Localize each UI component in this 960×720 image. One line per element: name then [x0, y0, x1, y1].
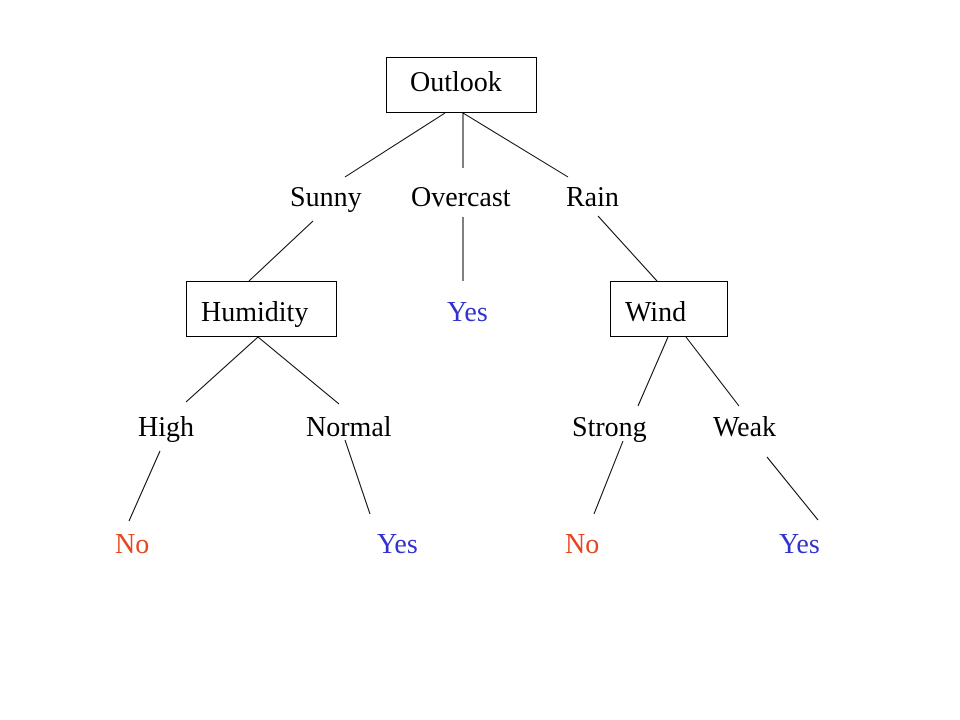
branch-normal-label: Normal [306, 412, 392, 443]
branch-weak-label: Weak [713, 412, 777, 443]
branch-high-label: High [138, 412, 194, 443]
branch-overcast-label: Overcast [411, 182, 511, 213]
edge-normal-yes [344, 439, 371, 515]
leaf-weak-yes: Yes [779, 529, 820, 560]
node-wind-label: Wind [625, 297, 687, 328]
edge-high-no [128, 450, 161, 522]
edge-outlook-sunny [344, 112, 446, 178]
edge-sunny-humidity [248, 220, 314, 282]
node-wind-box [610, 281, 728, 337]
leaf-strong-no: No [565, 529, 600, 560]
leaf-normal-yes: Yes [377, 529, 418, 560]
leaf-overcast-yes: Yes [447, 297, 488, 328]
edge-humidity-normal [257, 336, 340, 405]
node-humidity-label: Humidity [201, 297, 309, 328]
edge-wind-weak [685, 336, 740, 407]
edge-rain-wind [597, 215, 658, 282]
branch-sunny-label: Sunny [290, 182, 362, 213]
branch-strong-label: Strong [572, 412, 647, 443]
edge-strong-no [593, 440, 624, 515]
edge-humidity-high [185, 336, 259, 403]
leaf-high-no: No [115, 529, 150, 560]
node-humidity-box [186, 281, 337, 337]
edge-weak-yes [766, 456, 819, 521]
branch-rain-label: Rain [566, 182, 619, 213]
node-outlook-box [386, 57, 537, 113]
node-outlook-label: Outlook [410, 67, 502, 98]
edge-wind-strong [637, 336, 669, 407]
edge-outlook-rain [462, 112, 569, 178]
